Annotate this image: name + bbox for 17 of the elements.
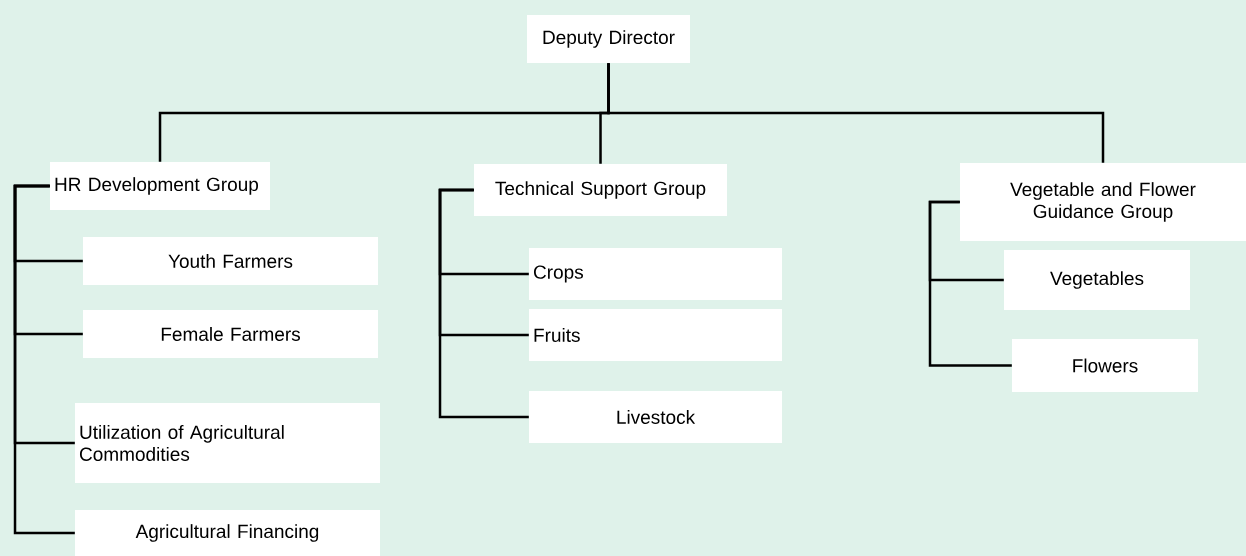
org-box: Vegetable and Flower Guidance Group — [960, 163, 1246, 241]
connector-line — [928, 200, 1012, 367]
org-box: Agricultural Financing — [75, 510, 380, 556]
org-box: Flowers — [1012, 339, 1198, 392]
org-box: Vegetables — [1004, 250, 1190, 310]
org-box: Technical Support Group — [474, 164, 727, 216]
org-box: Female Farmers — [83, 310, 378, 358]
org-box: Deputy Director — [527, 15, 690, 63]
org-box: Fruits — [529, 309, 782, 361]
org-box: Youth Farmers — [83, 237, 378, 285]
connector-line — [438, 188, 529, 419]
connector-line — [607, 63, 1105, 163]
org-box: Livestock — [529, 391, 782, 443]
org-box: Crops — [529, 248, 782, 300]
org-box: HR Development Group — [50, 162, 270, 210]
org-box: Utilization of Agricultural Commodities — [75, 403, 380, 483]
connector-line — [13, 184, 75, 535]
